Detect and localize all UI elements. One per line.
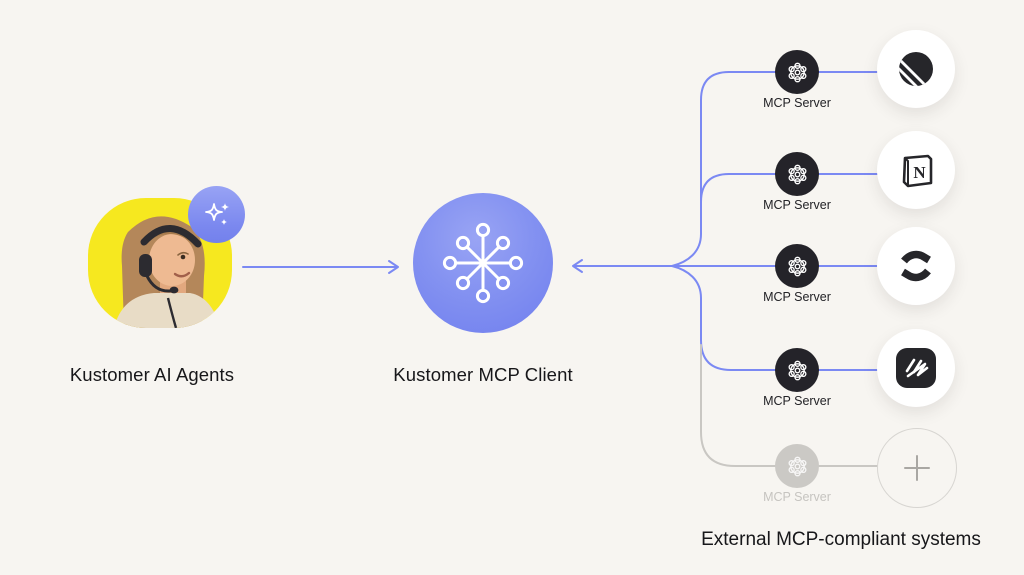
client-label: Kustomer MCP Client — [393, 364, 573, 385]
arrowhead-right-icon — [388, 260, 399, 274]
svg-text:N: N — [913, 163, 926, 182]
sparkles-icon — [204, 202, 229, 225]
wire-server-4 — [671, 265, 878, 371]
mcp-client-node — [413, 193, 553, 333]
external-system-2: N — [877, 131, 955, 209]
notion-logo-icon: N — [902, 154, 933, 188]
support-agent-photo — [114, 216, 220, 328]
mcp-server-node-4 — [775, 348, 819, 392]
mcp-server-label-3: MCP Server — [763, 290, 831, 304]
mcp-server-node-1 — [775, 50, 819, 94]
mcp-atom-icon — [787, 164, 807, 184]
mcp-atom-icon — [787, 62, 807, 82]
mcp-atom-icon — [787, 256, 807, 276]
ai-badge — [188, 186, 245, 243]
mcp-server-node-5 — [775, 444, 819, 488]
external-system-1 — [877, 30, 955, 108]
external-system-3 — [877, 227, 955, 305]
mcp-server-label-4: MCP Server — [763, 394, 831, 408]
scribble-logo-icon — [896, 348, 936, 388]
mcp-server-label-2: MCP Server — [763, 198, 831, 212]
agent-label: Kustomer AI Agents — [69, 364, 235, 385]
hub-network-icon — [442, 222, 524, 304]
confluence-logo-icon — [901, 250, 931, 282]
mcp-server-node-3 — [775, 244, 819, 288]
wire-server-1 — [671, 71, 878, 267]
mcp-server-label-1: MCP Server — [763, 96, 831, 110]
plus-placeholder-icon — [904, 455, 930, 481]
external-system-placeholder — [877, 428, 957, 508]
mcp-server-label-5: MCP Server — [763, 490, 831, 504]
mcp-server-node-2 — [775, 152, 819, 196]
mcp-atom-icon — [787, 360, 807, 380]
wire-server-5-muted — [700, 344, 878, 467]
arrowhead-left-icon — [572, 259, 583, 273]
wire-server-2 — [700, 173, 878, 203]
mcp-atom-icon — [787, 456, 807, 476]
linear-logo-icon — [899, 52, 933, 86]
external-system-4 — [877, 329, 955, 407]
external-systems-caption: External MCP-compliant systems — [701, 529, 981, 550]
